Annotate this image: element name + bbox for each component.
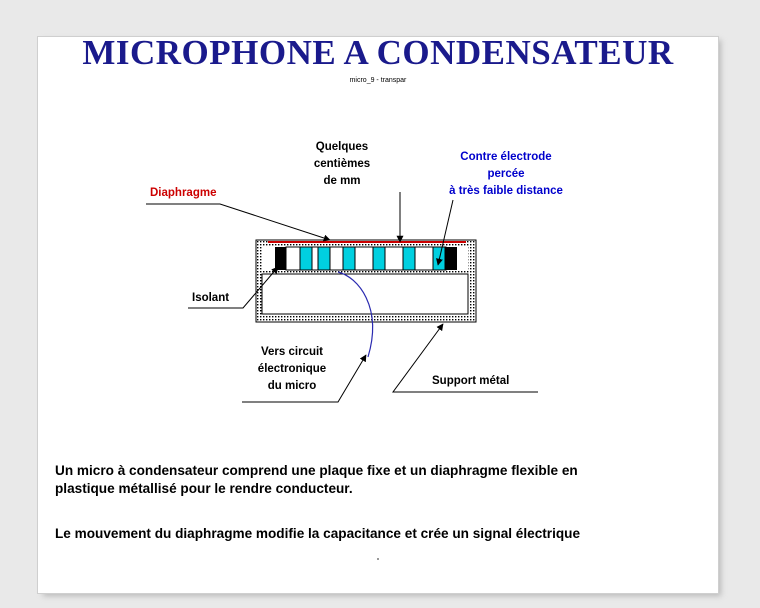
diaphragme-leader xyxy=(146,203,331,242)
label-vers-1: Vers circuit xyxy=(261,346,323,358)
contre-leader xyxy=(436,199,454,266)
label-vers-2: électronique xyxy=(258,363,326,375)
paragraph-1-line-1: Un micro à condensateur comprend une pla… xyxy=(55,463,578,478)
slide: MICROPHONE A CONDENSATEUR micro_9 - tran… xyxy=(37,36,719,594)
paragraph-2: Le mouvement du diaphragme modifie la ca… xyxy=(55,526,581,541)
label-diaphragme: Diaphragme xyxy=(150,187,216,199)
slide-title: MICROPHONE A CONDENSATEUR xyxy=(82,36,674,72)
slide-subtitle: micro_9 - transpar xyxy=(349,77,407,84)
vers-circuit-leader xyxy=(242,354,367,403)
isolant-leader xyxy=(188,266,279,309)
paragraph-1-line-2: plastique métallisé pour le rendre condu… xyxy=(55,481,353,496)
electronic-wire xyxy=(337,271,374,358)
label-isolant: Isolant xyxy=(192,292,229,304)
label-contre-1: Contre électrode xyxy=(460,151,551,163)
label-vers-3: du micro xyxy=(268,380,317,392)
perforated-electrode xyxy=(275,246,457,271)
support-leader xyxy=(392,323,538,393)
label-contre-3: à très faible distance xyxy=(449,185,563,197)
microphone-diagram: Diaphragme Quelques centièmes de mm Cont… xyxy=(146,141,563,403)
label-support: Support métal xyxy=(432,375,509,387)
paragraph-1: Un micro à condensateur comprend une pla… xyxy=(55,462,578,498)
housing-cavity xyxy=(261,273,469,315)
label-quelques-3: de mm xyxy=(323,175,360,187)
slide-dot xyxy=(377,558,379,560)
label-quelques-2: centièmes xyxy=(314,158,370,170)
label-contre-2: percée xyxy=(487,168,524,180)
label-quelques-1: Quelques xyxy=(316,141,368,153)
